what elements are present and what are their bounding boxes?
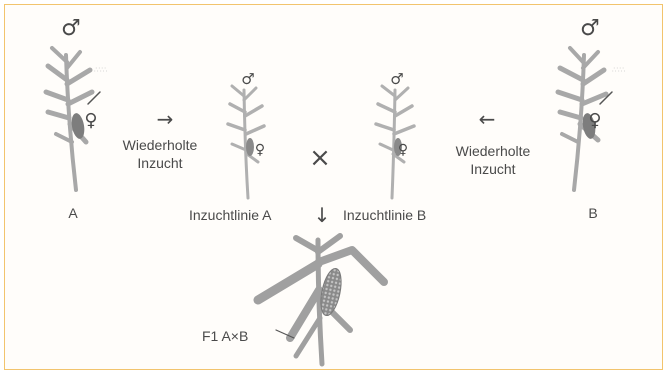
svg-text:∴∵∴: ∴∵∴ (94, 67, 108, 74)
arrow-right-icon: → (157, 107, 174, 131)
male-symbol-b: ♂ (580, 16, 600, 41)
male-symbol-inbred-a: ♂ (241, 70, 254, 88)
arrow-down-icon: ↓ (314, 203, 331, 227)
female-symbol-b: ♀ (588, 110, 601, 131)
inbreeding-right-line1: Wiederholte (443, 142, 543, 160)
parent-a-label: A (60, 204, 86, 222)
female-symbol-a: ♀ (84, 110, 97, 131)
arrow-left-icon: ← (479, 107, 496, 131)
female-symbol-inbred-b: ♀ (398, 142, 408, 158)
male-symbol-inbred-b: ♂ (390, 70, 403, 88)
maize-plant-f1-hybrid (258, 236, 384, 364)
inbreeding-left-label: Wiederholte Inzucht (110, 136, 210, 172)
inbreeding-right-label: Wiederholte Inzucht (443, 142, 543, 178)
maize-plant-inbred-b (376, 86, 414, 198)
inbred-line-b-label: Inzuchtlinie B (343, 206, 426, 224)
parent-b-label: B (580, 204, 606, 222)
male-symbol-a: ♂ (61, 16, 81, 41)
cross-symbol: × (309, 143, 331, 173)
female-symbol-inbred-a: ♀ (255, 142, 265, 158)
f1-hybrid-label: F1 A×B (202, 327, 248, 345)
svg-text:∴∵∴: ∴∵∴ (612, 67, 626, 74)
inbreeding-left-line1: Wiederholte (110, 136, 210, 154)
inbred-line-a-label: Inzuchtlinie A (189, 206, 272, 224)
maize-plant-a: ∴∵∴ (46, 48, 108, 190)
inbreeding-left-line2: Inzucht (110, 154, 210, 172)
inbreeding-right-line2: Inzucht (443, 160, 543, 178)
